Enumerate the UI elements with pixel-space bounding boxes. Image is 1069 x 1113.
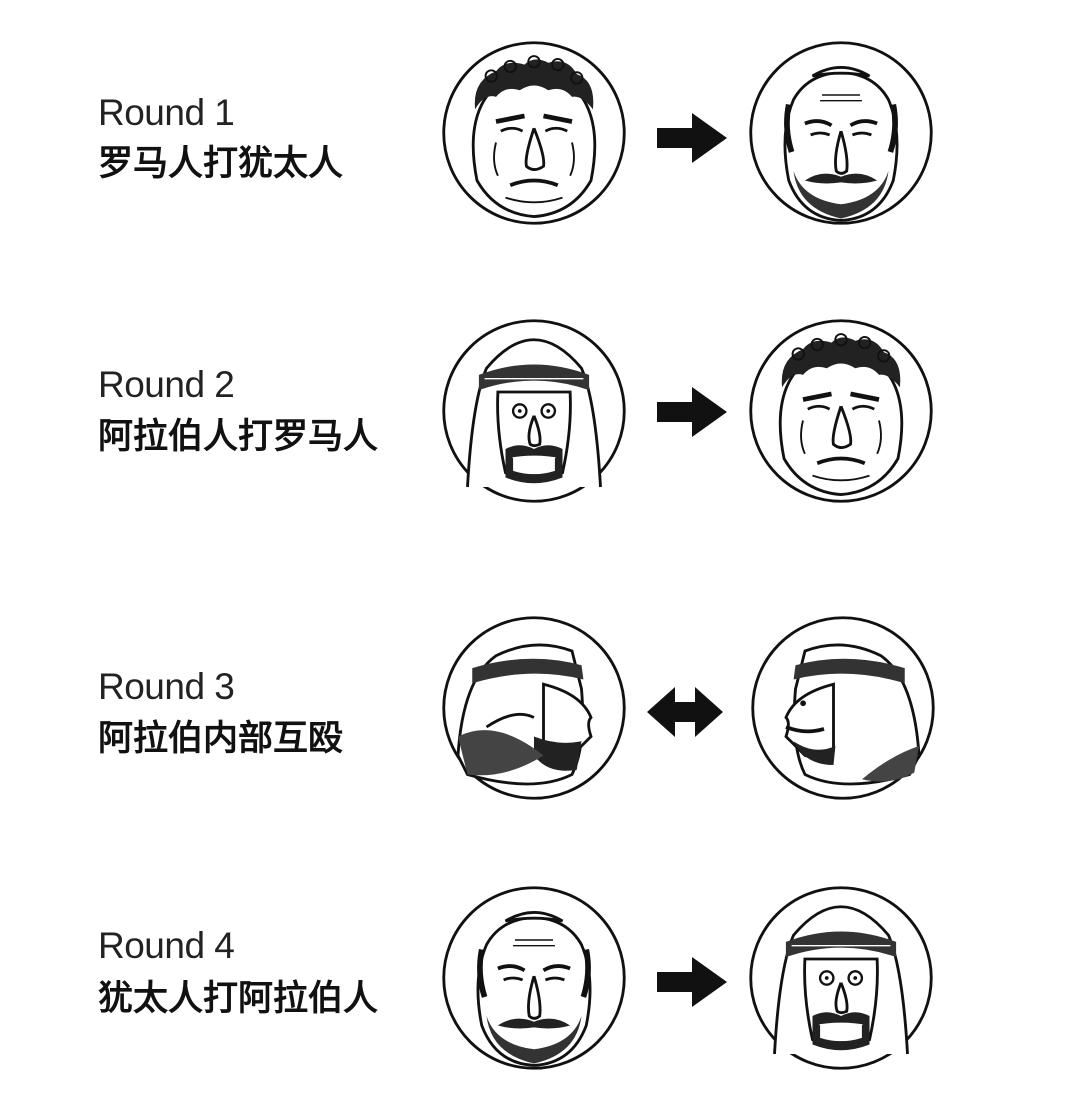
- arrow-right-icon: [652, 382, 732, 442]
- round-caption: 阿拉伯人打罗马人: [98, 417, 379, 457]
- round-caption: 犹太人打阿拉伯人: [98, 979, 379, 1019]
- arrow-right-icon: [652, 108, 732, 168]
- round-label: Round 3: [98, 666, 235, 707]
- arab-man-profile-left-portrait: [748, 613, 938, 803]
- round-label: Round 1: [98, 92, 235, 133]
- jewish-man-portrait: [746, 38, 936, 228]
- arrow-right-icon: [652, 952, 732, 1012]
- round-caption: 罗马人打犹太人: [98, 144, 344, 184]
- roman-man-portrait: [439, 38, 629, 228]
- roman-man-portrait: [746, 316, 936, 506]
- arrow-left-right-icon: [645, 682, 725, 742]
- jewish-man-portrait: [439, 883, 629, 1073]
- round-label: Round 4: [98, 925, 235, 966]
- arab-man-portrait: [439, 316, 629, 506]
- arab-man-profile-right-portrait: [439, 613, 629, 803]
- round-label: Round 2: [98, 364, 235, 405]
- arab-man-portrait: [746, 883, 936, 1073]
- round-caption: 阿拉伯内部互殴: [98, 719, 344, 759]
